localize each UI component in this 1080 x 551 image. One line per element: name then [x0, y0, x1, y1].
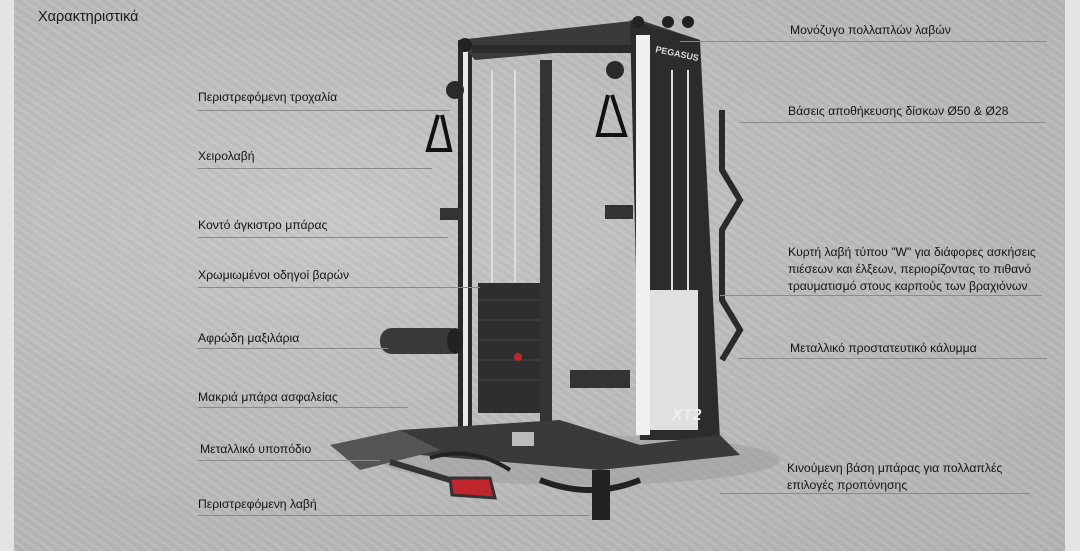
leader-line [738, 358, 1047, 359]
feature-label-short-bar-hook: Κοντό άγκιστρο μπάρας [198, 218, 328, 232]
feature-text: Κινούμενη βάση μπάρας για πολλαπλές [787, 461, 1003, 475]
leader-line [198, 287, 480, 288]
feature-text: Βάσεις αποθήκευσης δίσκων Ø50 & Ø28 [788, 104, 1009, 118]
feature-text: Κυρτή λαβή τύπου "W" για διάφορες ασκήσε… [788, 245, 1036, 259]
leader-line [720, 493, 1030, 494]
feature-label-safety-bar: Μακριά μπάρα ασφαλείας [198, 390, 338, 404]
leader-line [198, 237, 448, 238]
feature-label-w-bar: Κυρτή λαβή τύπου "W" για διάφορες ασκήσε… [788, 244, 1036, 295]
leader-line [198, 348, 388, 349]
feature-label-foam-pads: Αφρώδη μαξιλάρια [198, 331, 300, 345]
feature-text: επιλογές προπόνησης [787, 478, 908, 492]
leader-line [198, 168, 432, 169]
feature-text: Μεταλλικό προστατευτικό κάλυμμα [790, 341, 977, 355]
model-logo: XT2 [671, 407, 701, 424]
leader-line [740, 122, 1045, 123]
leader-line [198, 110, 450, 111]
leader-line [198, 515, 590, 516]
feature-label-swivel-handle: Περιστρεφόμενη λαβή [198, 497, 317, 511]
feature-text: τραυματισμό στους καρπούς των βραχιόνων [788, 279, 1028, 293]
feature-label-pullup-bar: Μονόζυγο πολλαπλών λαβών [790, 22, 951, 39]
leader-line [680, 41, 1047, 42]
feature-label-metal-footplate: Μεταλλικό υποπόδιο [200, 442, 312, 456]
background-panel [14, 0, 1065, 551]
leader-line [198, 407, 408, 408]
feature-label-handle: Χειρολαβή [198, 149, 255, 163]
leader-line [198, 460, 380, 461]
feature-label-chrome-guides: Χρωμιωμένοι οδηγοί βαρών [198, 268, 350, 282]
feature-label-metal-cover: Μεταλλικό προστατευτικό κάλυμμα [790, 340, 977, 357]
feature-label-swivel-pulley: Περιστρεφόμενη τροχαλία [198, 90, 338, 104]
feature-label-plate-storage: Βάσεις αποθήκευσης δίσκων Ø50 & Ø28 [788, 103, 1008, 120]
feature-text: πιέσεων και έλξεων, περιορίζοντας το πιθ… [788, 262, 1032, 276]
leader-line [720, 295, 1042, 296]
feature-label-movable-bar-base: Κινούμενη βάση μπάρας για πολλαπλές επιλ… [787, 460, 1002, 494]
feature-text: Μονόζυγο πολλαπλών λαβών [790, 23, 951, 37]
section-title: Χαρακτηριστικά [38, 9, 139, 25]
